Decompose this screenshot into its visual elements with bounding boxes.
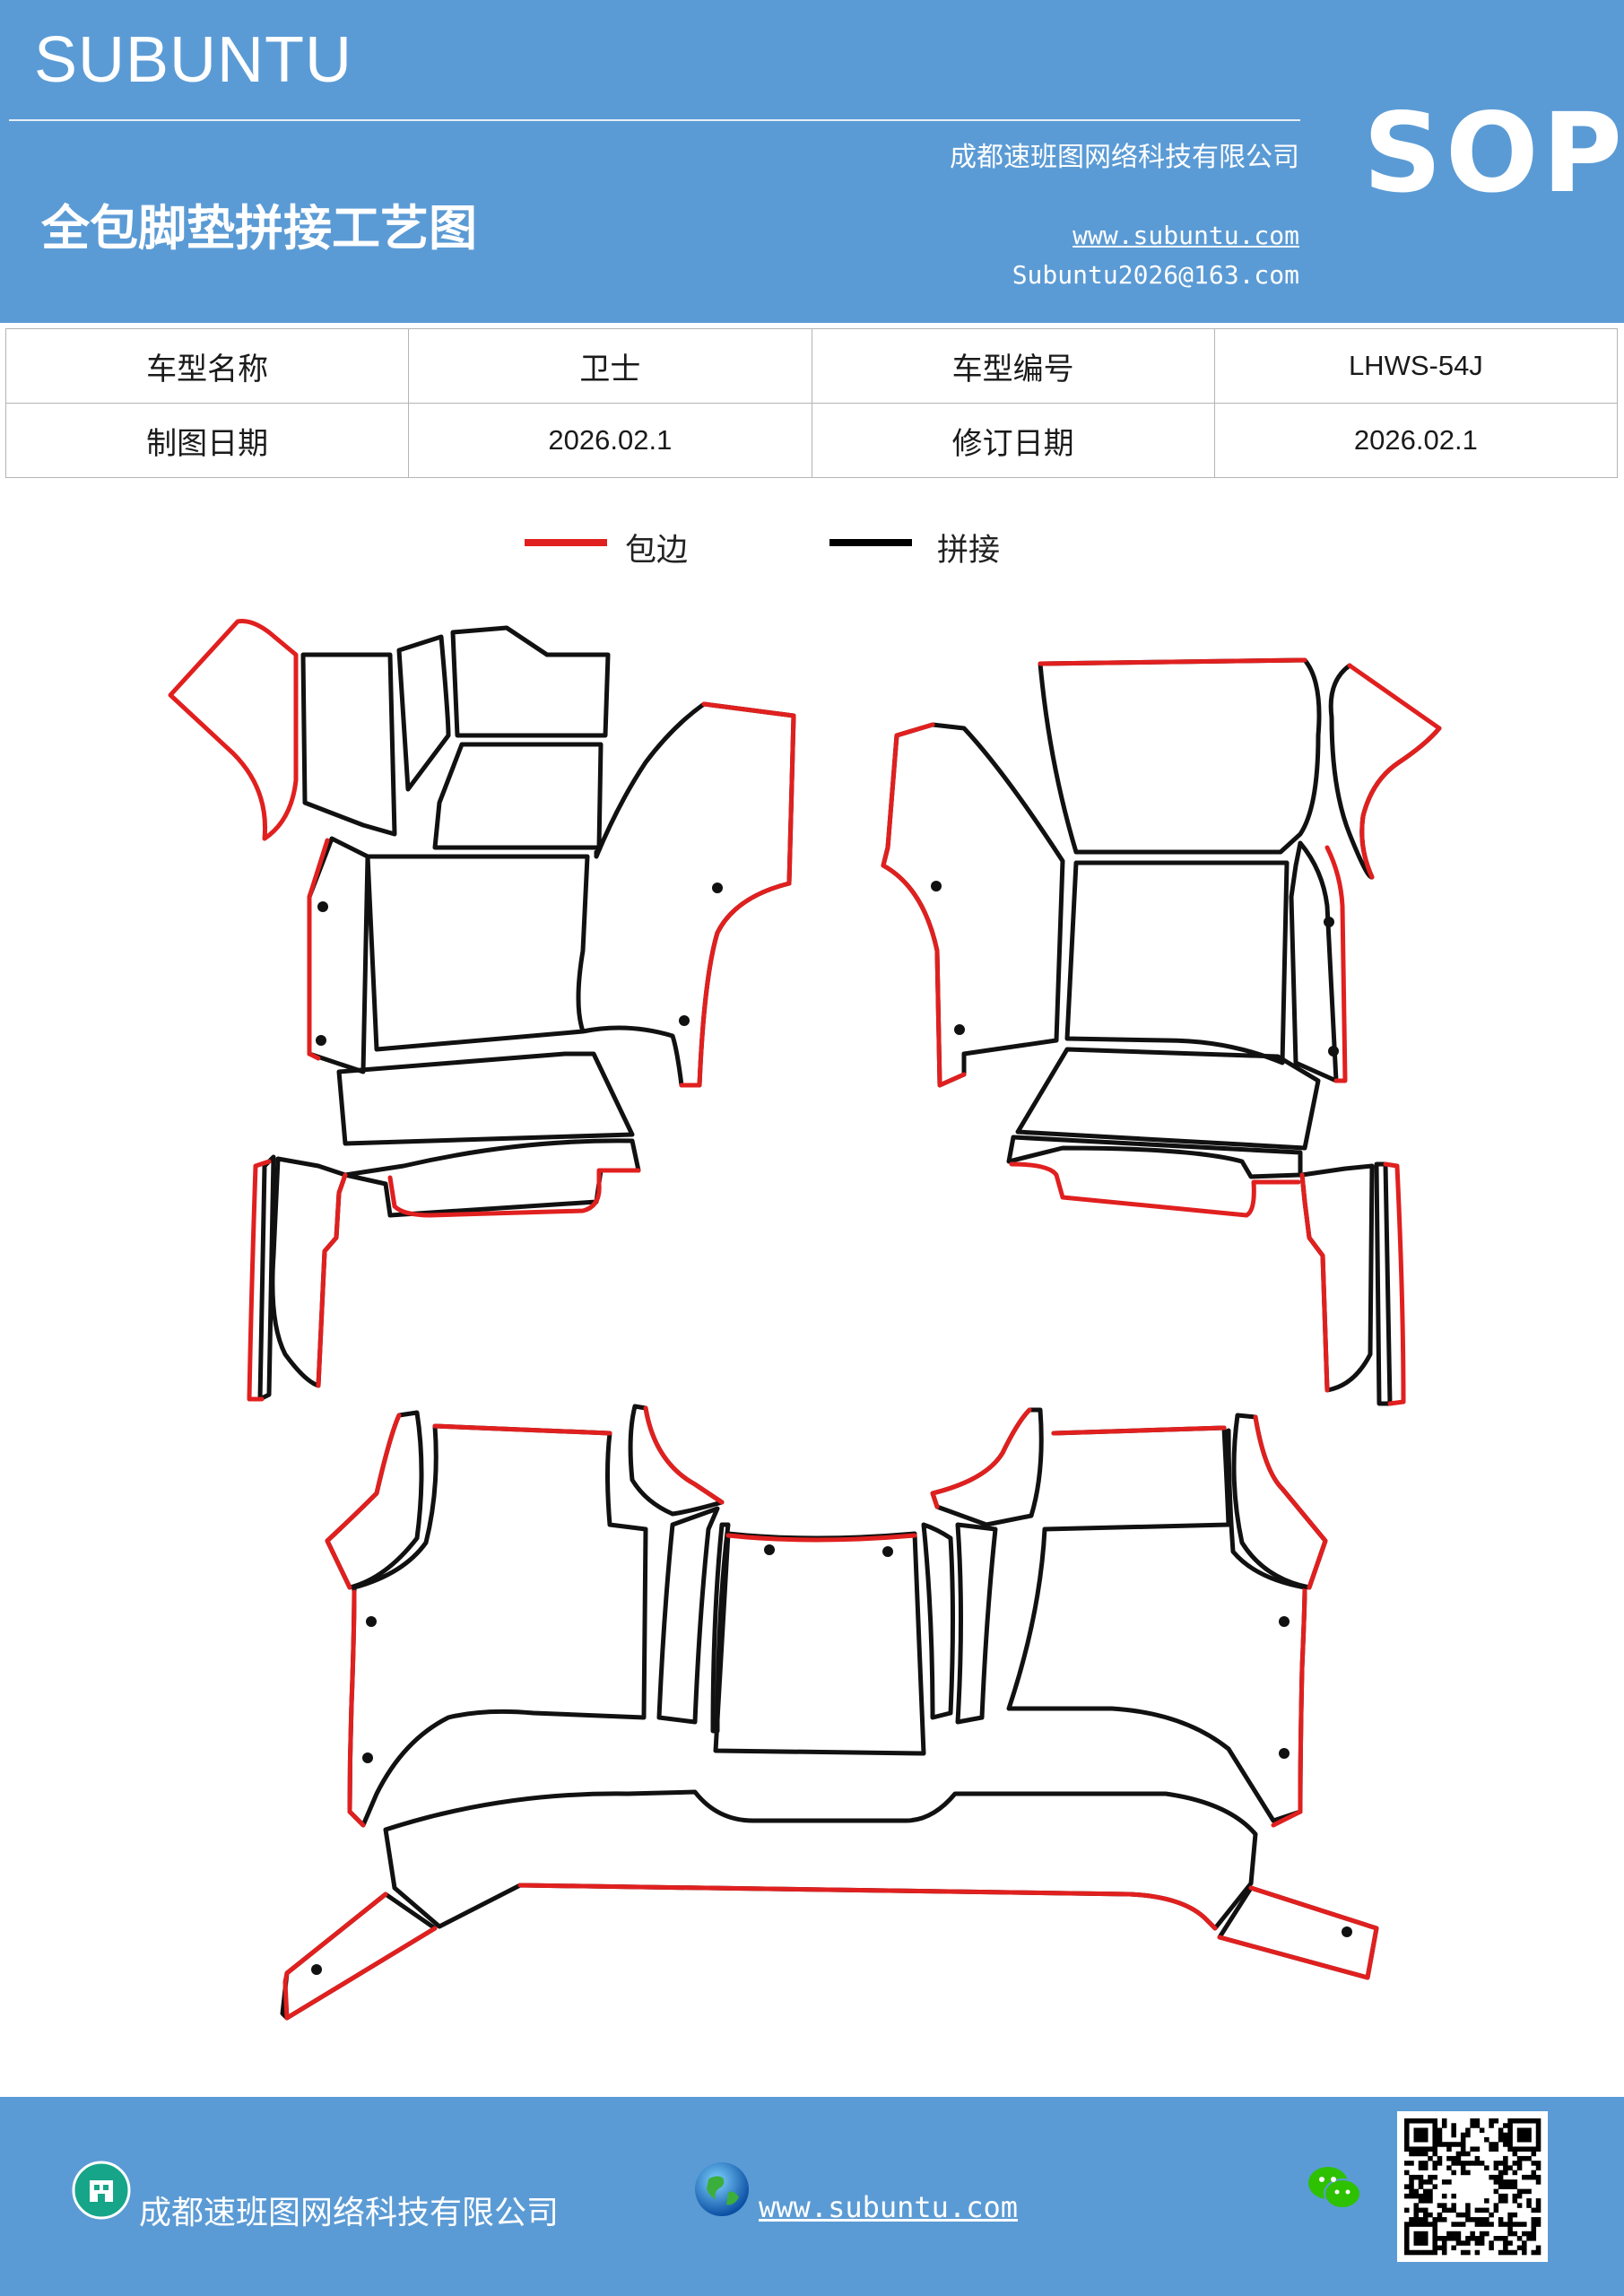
rear-center-panel [713, 1531, 926, 1756]
fr-heel-panel [1015, 1047, 1321, 1151]
fr-front-strip-inner [1374, 1161, 1393, 1406]
header-company: 成都速班图网络科技有限公司 [950, 142, 1299, 173]
brand-name: SUBUNTU [34, 24, 353, 96]
info-cell: 制图日期 [4, 403, 410, 478]
rear-base-panel [383, 1789, 1258, 1931]
legend: 包边 拼接 [525, 525, 1063, 570]
info-cell: 卫士 [408, 328, 812, 404]
footer-company: 成都速班图网络科技有限公司 [139, 2195, 560, 2231]
rear-left-panel [347, 1423, 648, 1828]
rear-left-inner-strip [656, 1506, 720, 1725]
fl-panel-d [432, 742, 604, 850]
rear-left-tab [628, 1404, 725, 1517]
fl-front-strip [270, 1156, 348, 1388]
legend-swatch-seam [829, 539, 912, 546]
info-cell: 车型编号 [811, 328, 1215, 404]
info-cell: 修订日期 [811, 403, 1215, 478]
front-right-mat [881, 657, 1442, 1406]
header-banner: SUBUNTU SOP 成都速班图网络科技有限公司 全包脚垫拼接工艺图 www.… [0, 0, 1624, 323]
fr-left-side [881, 722, 1065, 1088]
qr-code [1397, 2111, 1548, 2262]
front-left-mat [168, 619, 796, 1402]
globe-icon [695, 2162, 749, 2216]
fl-panel-b [396, 634, 451, 792]
info-cell: LHWS-54J [1213, 328, 1619, 404]
fl-panel-a [300, 652, 397, 837]
info-cell: 2026.02.1 [408, 403, 812, 478]
fl-heel-panel [336, 1051, 635, 1146]
document-title: 全包脚垫拼接工艺图 [41, 199, 477, 257]
fr-top-panel [1038, 657, 1322, 855]
footer-website-link[interactable]: www.subuntu.com [759, 2190, 1018, 2224]
info-cell: 2026.02.1 [1213, 403, 1619, 478]
header-divider [9, 119, 1300, 121]
legend-label-seam: 拼接 [937, 533, 1001, 569]
fl-center-panel [365, 854, 590, 1052]
rear-mat [280, 1404, 1379, 2021]
wechat-icon[interactable] [1305, 2161, 1364, 2215]
rear-right-panel [1006, 1425, 1307, 1823]
info-cell: 车型名称 [4, 328, 410, 404]
header-email: Subuntu2026@163.com [1012, 260, 1299, 290]
header-website-link[interactable]: www.subuntu.com [1073, 221, 1299, 250]
fl-panel-c [450, 625, 611, 738]
building-icon [72, 2161, 131, 2220]
fr-front-strip [1299, 1163, 1375, 1393]
sop-label: SOP [1363, 90, 1624, 217]
legend-swatch-edge [525, 539, 607, 546]
rear-right-corner [1231, 1413, 1328, 1590]
fr-lower-strip [1006, 1135, 1303, 1179]
fl-corner-piece [168, 619, 299, 841]
legend-label-edge: 包边 [625, 533, 689, 569]
footer-banner: 成都速班图网络科技有限公司 www.subuntu.com [0, 2097, 1624, 2296]
rear-right-inner-strip2 [955, 1522, 998, 1725]
fr-center-panel [1064, 860, 1290, 1065]
fr-right-side [1289, 840, 1339, 1083]
rear-right-inner-strip [921, 1522, 955, 1720]
